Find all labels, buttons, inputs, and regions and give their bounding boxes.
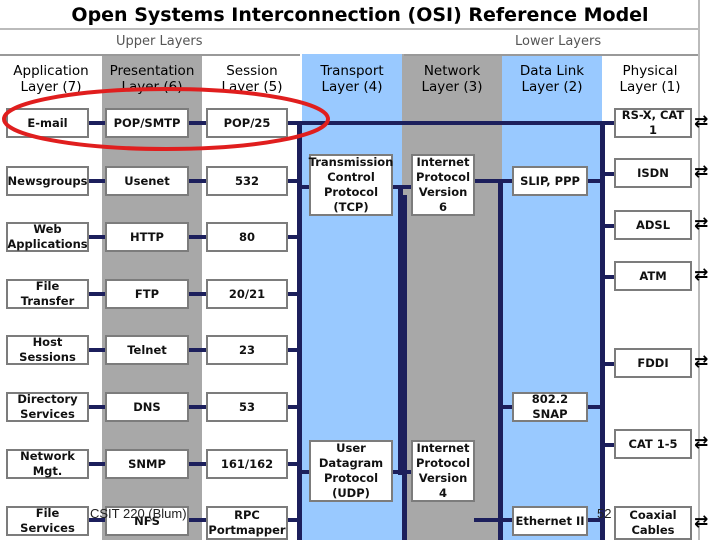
layer-name: Physical: [622, 63, 678, 79]
group-band-lower: [404, 30, 698, 56]
double-arrow-icon: ⇄: [694, 265, 709, 285]
diagram-title: Open Systems Interconnection (OSI) Refer…: [71, 4, 649, 26]
datalink-column: [502, 54, 602, 540]
phys-box-cat: CAT 1-5: [614, 429, 692, 459]
datalink-box-slip-ppp: SLIP, PPP: [512, 166, 588, 196]
wire-session-udp: [297, 470, 315, 474]
wire-row-1: [88, 121, 618, 125]
transport-box-udp: User Datagram Protocol (UDP): [309, 440, 393, 502]
network-box-ipv6: Internet Protocol Version 6: [411, 154, 475, 216]
layer-name: Data Link: [519, 63, 585, 79]
pres-box-usenet: Usenet: [105, 166, 189, 196]
phys-box-isdn: ISDN: [614, 158, 692, 188]
layer-name: Transport: [320, 63, 384, 79]
wire-ipv6-down: [402, 195, 407, 540]
wire-row-4: [88, 292, 300, 296]
layer-number: Layer (7): [20, 79, 82, 95]
layer-number: Layer (2): [521, 79, 583, 95]
session-box-rpc: RPC Portmapper: [206, 506, 288, 540]
wire-dl-cat: [600, 443, 620, 447]
datalink-box-ethernet: Ethernet II: [512, 506, 588, 536]
double-arrow-icon: ⇄: [694, 162, 709, 182]
pres-box-http: HTTP: [105, 222, 189, 252]
session-box-20-21: 20/21: [206, 279, 288, 309]
app-box-directory: Directory Services: [6, 392, 89, 422]
phys-box-rsx: RS-X, CAT 1: [614, 108, 692, 138]
wire-datalink-trunk: [600, 121, 605, 540]
phys-box-atm: ATM: [614, 261, 692, 291]
double-arrow-icon: ⇄: [694, 112, 709, 132]
wire-row-3: [88, 235, 300, 239]
highlight-ellipse: [2, 87, 330, 151]
wire-row-5: [88, 348, 300, 352]
phys-box-adsl: ADSL: [614, 210, 692, 240]
double-arrow-icon: ⇄: [694, 512, 709, 532]
phys-box-fddi: FDDI: [614, 348, 692, 378]
wire-dl-fddi: [600, 362, 620, 366]
wire-ether-phys: [586, 518, 602, 522]
pres-box-telnet: Telnet: [105, 335, 189, 365]
network-box-ipv4: Internet Protocol Version 4: [411, 440, 475, 502]
wire-slip-phys: [586, 179, 602, 183]
frame-right: [698, 0, 700, 540]
phys-box-coaxial: Coaxial Cables: [614, 506, 692, 540]
session-box-pop25: POP/25: [206, 108, 288, 138]
layer-name: Network: [423, 63, 481, 79]
session-box-80: 80: [206, 222, 288, 252]
wire-dl-adsl: [600, 224, 620, 228]
wire-ipv4-ether: [474, 518, 514, 522]
session-box-532: 532: [206, 166, 288, 196]
wire-session-tcp: [297, 185, 315, 189]
wire-row-8: [88, 518, 300, 522]
layer-number: Layer (1): [619, 79, 681, 95]
session-box-161-162: 161/162: [206, 449, 288, 479]
wire-tcp-down: [398, 185, 403, 475]
wire-snap-phys: [586, 405, 602, 409]
wire-dl-isdn: [600, 172, 620, 176]
wire-network-snap: [498, 405, 514, 409]
layer-name: Session: [226, 63, 278, 79]
app-box-newsgroups: Newsgroups: [6, 166, 89, 196]
footer-page-number: 52: [597, 506, 612, 521]
double-arrow-icon: ⇄: [694, 214, 709, 234]
lower-layers-label: Lower Layers: [515, 34, 602, 49]
wire-row-7: [88, 462, 300, 466]
footer-course: CSIT 220 (Blum): [90, 506, 187, 521]
double-arrow-icon: ⇄: [694, 352, 709, 372]
upper-layers-label: Upper Layers: [116, 34, 203, 49]
layer-name: Application: [13, 63, 89, 79]
wire-network-trunk: [498, 179, 503, 540]
layer-number: Layer (3): [421, 79, 483, 95]
wire-row-2: [88, 179, 300, 183]
wire-dl-atm: [600, 275, 620, 279]
wire-ipv6-slip: [474, 179, 514, 183]
frame-top: [0, 28, 700, 30]
pres-box-dns: DNS: [105, 392, 189, 422]
app-box-web: Web Applications: [6, 222, 89, 252]
pres-box-snmp: SNMP: [105, 449, 189, 479]
group-band-upper: [0, 30, 300, 56]
app-box-file-services: File Services: [6, 506, 89, 536]
wire-session-trunk: [297, 121, 302, 540]
app-box-file-transfer: File Transfer: [6, 279, 89, 309]
layer-number: Layer (4): [321, 79, 383, 95]
datalink-box-snap: 802.2 SNAP: [512, 392, 588, 422]
pres-box-nfs: NFS: [105, 506, 189, 536]
app-box-host-sessions: Host Sessions: [6, 335, 89, 365]
session-box-23: 23: [206, 335, 288, 365]
app-box-network-mgt: Network Mgt.: [6, 449, 89, 479]
pres-box-ftp: FTP: [105, 279, 189, 309]
wire-row-6: [88, 405, 300, 409]
pres-box-pop-smtp: POP/SMTP: [105, 108, 189, 138]
layer-name: Presentation: [109, 63, 195, 79]
session-box-53: 53: [206, 392, 288, 422]
double-arrow-icon: ⇄: [694, 433, 709, 453]
transport-box-tcp: Transmission Control Protocol (TCP): [308, 154, 394, 216]
